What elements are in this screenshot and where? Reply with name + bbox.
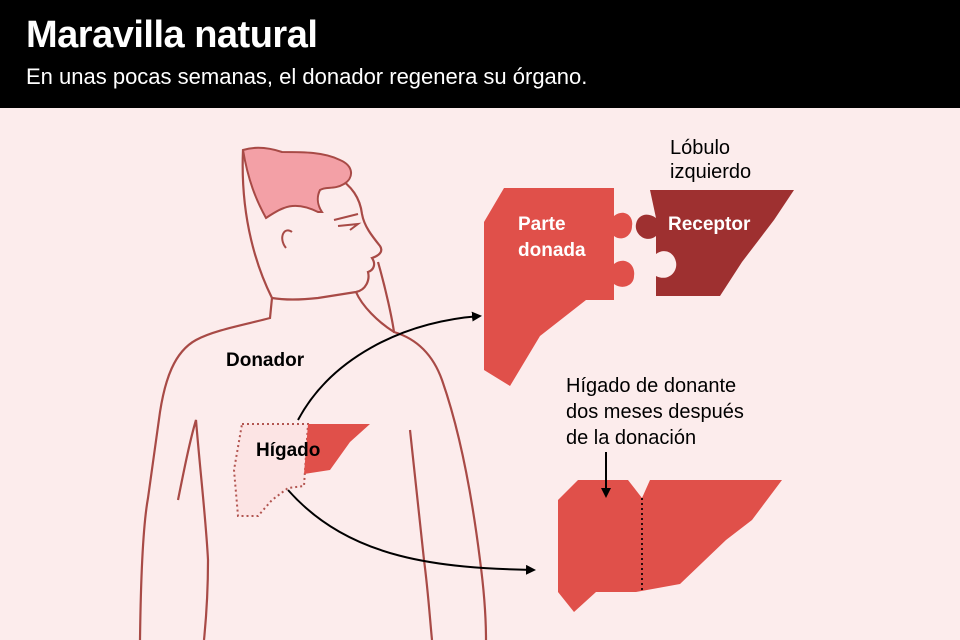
recipient-shape — [635, 190, 794, 296]
arrow-to-donated-part — [297, 311, 482, 421]
donor-neck-front — [354, 291, 395, 333]
donor-label: Donador — [226, 350, 305, 371]
left-lobe-label-line1: Lóbulo — [670, 137, 731, 159]
eyebrow-icon — [333, 213, 359, 221]
diagram-canvas: Donador Hígado Lóbulo izquierdo Parte do… — [0, 108, 960, 640]
left-lobe-label-line2: izquierdo — [670, 161, 752, 183]
donor-right-arm-inner — [408, 429, 434, 640]
regenerated-liver-shape — [558, 480, 782, 612]
donor-hair — [241, 146, 352, 220]
donated-part-label-line2: donada — [518, 240, 586, 261]
liver-label: Hígado — [256, 440, 321, 461]
eye-icon — [337, 222, 362, 231]
regenerated-label-line1: Hígado de donante — [566, 375, 737, 397]
donated-part-shape — [484, 188, 635, 386]
page-title: Maravilla natural — [26, 14, 318, 56]
arrow-to-regenerated-liver — [287, 489, 536, 575]
donor-left-arm-inner — [176, 419, 210, 640]
regenerated-label-line3: de la donación — [566, 427, 697, 449]
donor-liver-donated — [304, 424, 370, 474]
donor-head-profile — [271, 175, 383, 301]
donated-part-label-line1: Parte — [518, 214, 566, 235]
regenerated-label-line2: dos meses después — [566, 401, 744, 423]
donor-body-outline — [138, 149, 488, 640]
ear-icon — [281, 229, 293, 249]
header-bar: Maravilla natural En unas pocas semanas,… — [0, 0, 960, 108]
page-subtitle: En unas pocas semanas, el donador regene… — [26, 64, 588, 89]
recipient-label: Receptor — [668, 214, 751, 235]
diagram-svg — [138, 146, 794, 640]
